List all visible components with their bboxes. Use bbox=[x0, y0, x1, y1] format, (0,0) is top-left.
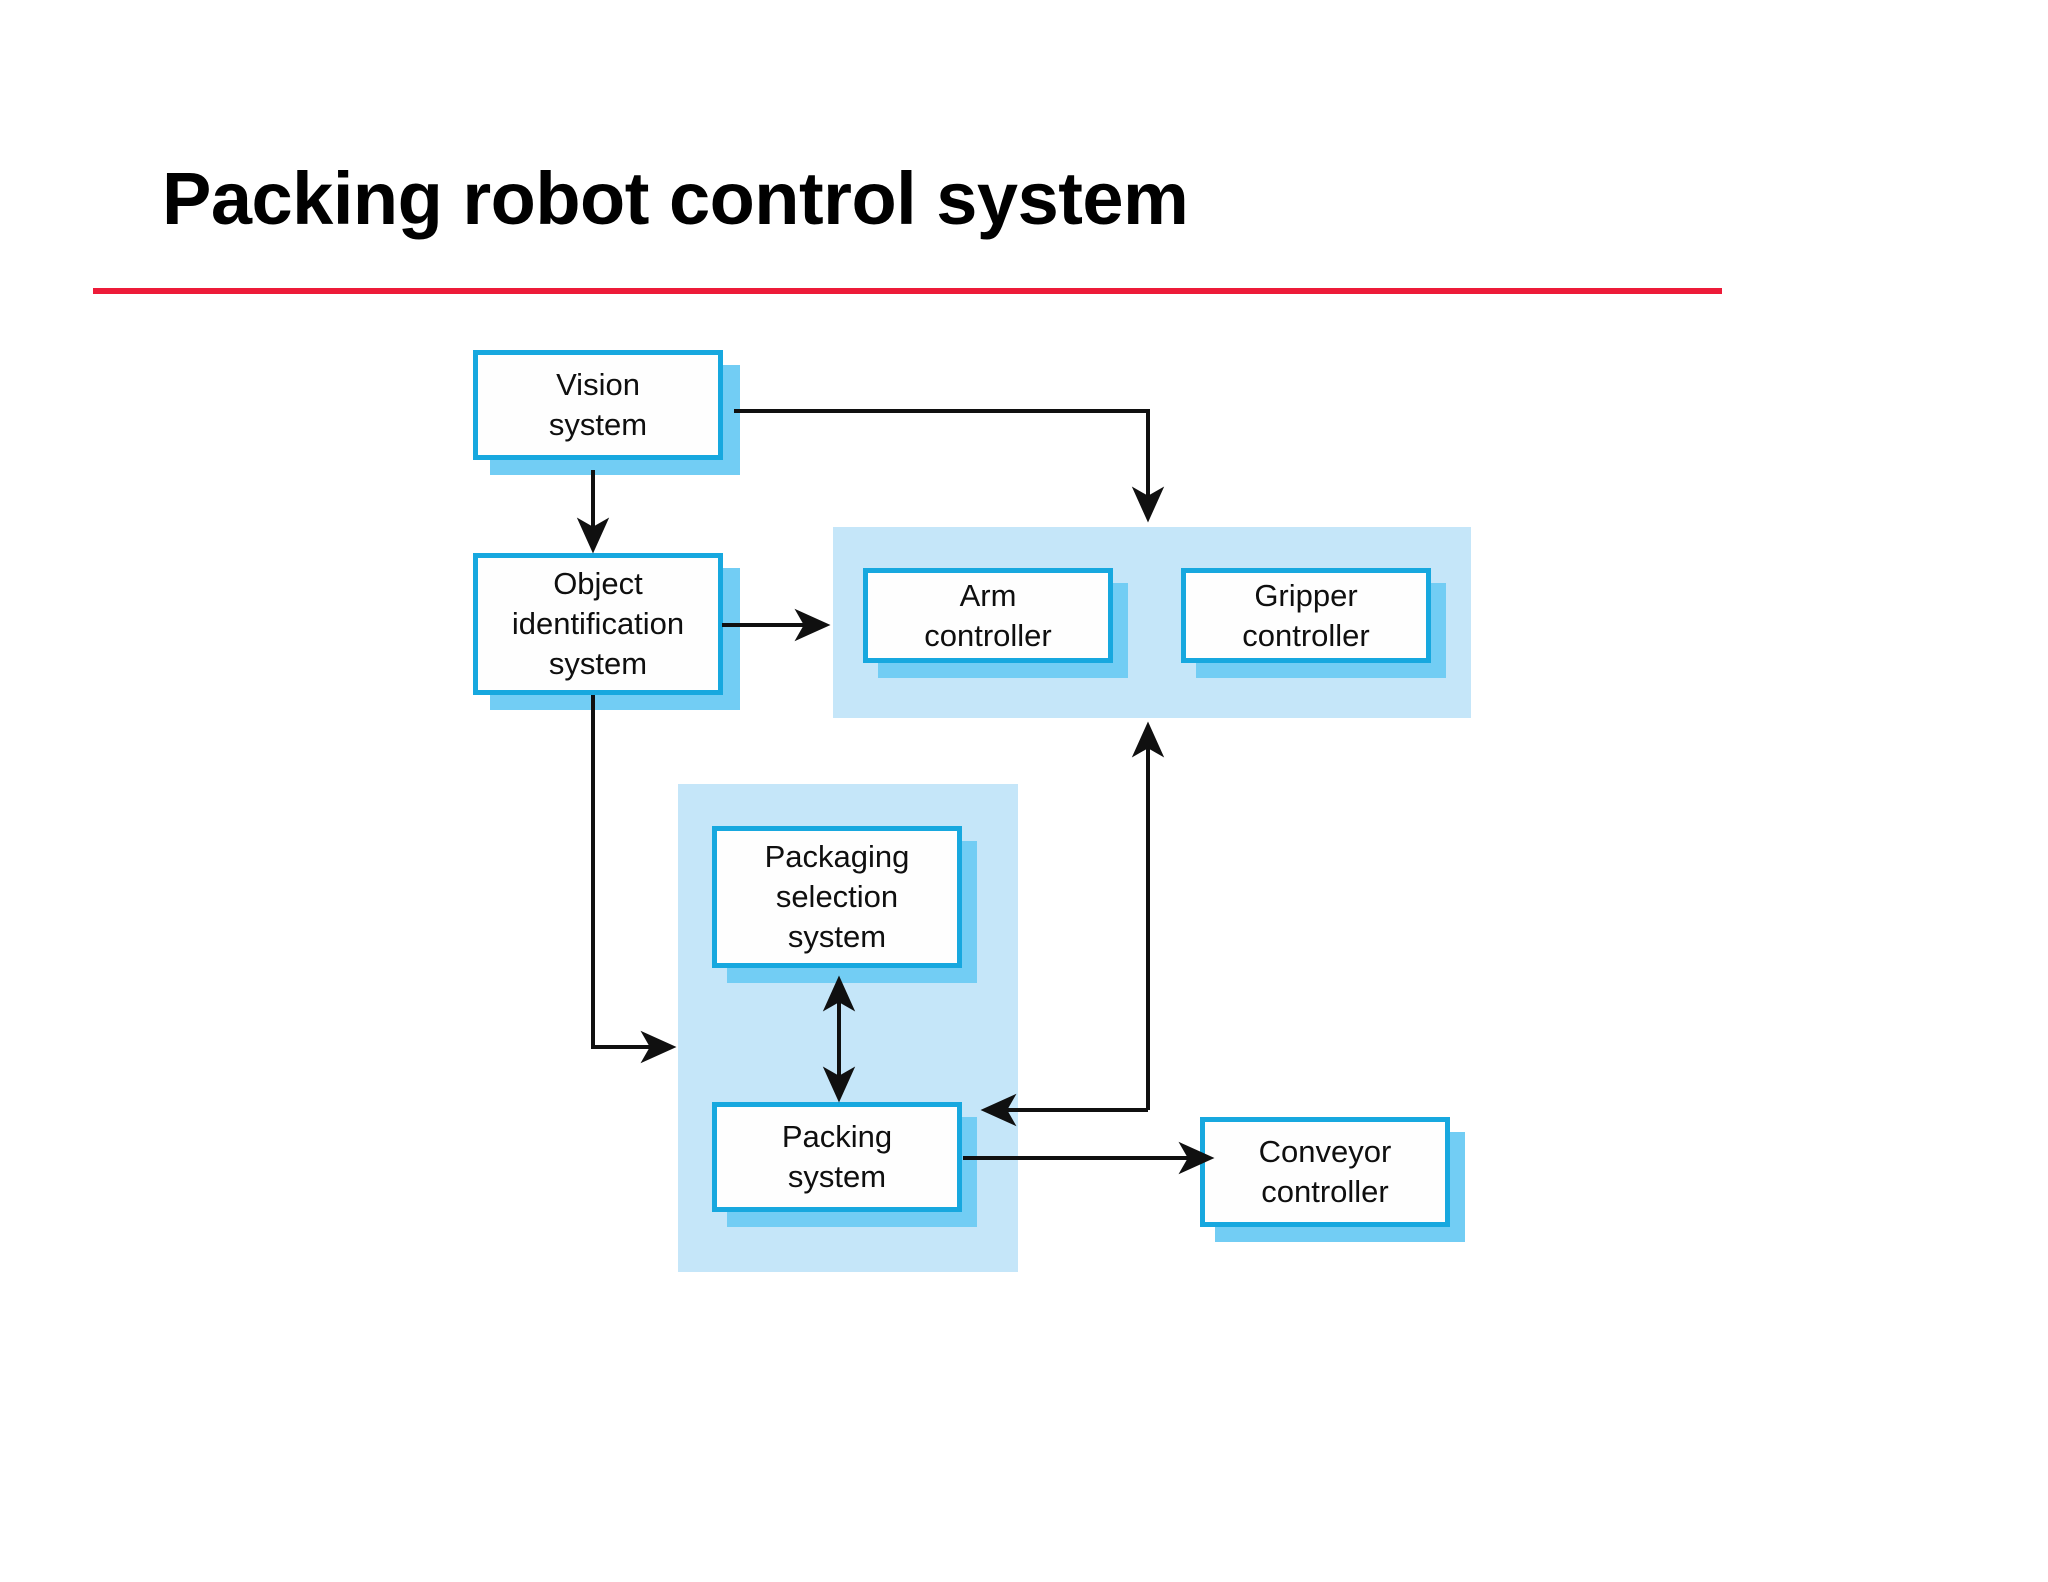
node-packing-system[interactable]: Packing system bbox=[712, 1102, 962, 1212]
node-conveyor-controller[interactable]: Conveyor controller bbox=[1200, 1117, 1450, 1227]
node-conveyor-controller-label: Conveyor controller bbox=[1258, 1134, 1392, 1209]
node-packing-system-label: Packing system bbox=[781, 1119, 893, 1194]
node-vision-system-label: Vision system bbox=[548, 367, 648, 442]
node-packaging-selection-system-label: Packaging selection system bbox=[764, 839, 910, 954]
edge-vision-to-robot-controllers bbox=[734, 409, 1165, 523]
node-object-identification-system-label: Object identification system bbox=[511, 566, 685, 681]
title-divider bbox=[93, 288, 1722, 294]
node-gripper-controller[interactable]: Gripper controller bbox=[1181, 568, 1431, 663]
edge-object-identification-to-packing-group bbox=[591, 695, 677, 1064]
node-arm-controller-label: Arm controller bbox=[924, 577, 1052, 653]
node-gripper-controller-label: Gripper controller bbox=[1242, 577, 1370, 653]
node-arm-controller[interactable]: Arm controller bbox=[863, 568, 1113, 663]
node-packaging-selection-system[interactable]: Packaging selection system bbox=[712, 826, 962, 968]
page-title: Packing robot control system bbox=[162, 157, 1189, 240]
node-vision-system[interactable]: Vision system bbox=[473, 350, 723, 460]
node-object-identification-system[interactable]: Object identification system bbox=[473, 553, 723, 695]
